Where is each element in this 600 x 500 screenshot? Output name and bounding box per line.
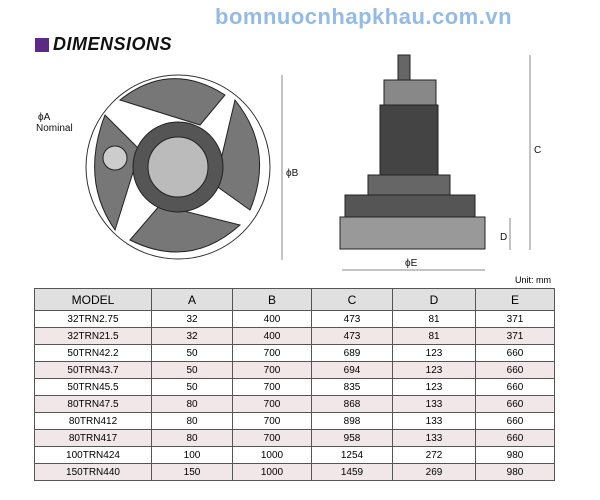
cell-model: 80TRN47.5 xyxy=(34,395,152,413)
cell-a: 50 xyxy=(151,344,233,362)
cell-model: 80TRN412 xyxy=(34,412,152,430)
cell-e: 980 xyxy=(475,446,555,464)
top-view xyxy=(85,74,283,260)
label-phi-e: ϕE xyxy=(405,258,418,269)
cell-d: 133 xyxy=(392,412,476,430)
cell-e: 660 xyxy=(475,429,555,447)
label-phi-a: ϕA xyxy=(38,112,51,123)
label-c: C xyxy=(534,145,542,156)
cell-model: 150TRN440 xyxy=(34,463,152,481)
cell-d: 81 xyxy=(392,310,476,328)
cell-e: 660 xyxy=(475,378,555,396)
cell-d: 269 xyxy=(392,463,476,481)
cell-model: 32TRN2.75 xyxy=(34,310,152,328)
cell-c: 958 xyxy=(311,429,393,447)
table-header: MODEL A B C D E xyxy=(34,288,555,311)
title-marker-icon xyxy=(35,37,49,52)
watermark: bomnuocnhapkhau.com.vn xyxy=(215,4,513,29)
cell-a: 50 xyxy=(151,378,233,396)
cell-c: 473 xyxy=(311,310,393,328)
cell-b: 700 xyxy=(232,429,312,447)
cell-a: 80 xyxy=(151,395,233,413)
cell-c: 868 xyxy=(311,395,393,413)
header-b: B xyxy=(232,288,312,311)
cell-d: 133 xyxy=(392,429,476,447)
cell-b: 700 xyxy=(232,361,312,379)
cell-d: 272 xyxy=(392,446,476,464)
title-text: DIMENSIONS xyxy=(53,34,173,54)
cell-model: 100TRN424 xyxy=(34,446,152,464)
cell-model: 50TRN45.5 xyxy=(34,378,152,396)
cell-model: 50TRN42.2 xyxy=(34,344,152,362)
cell-e: 660 xyxy=(475,395,555,413)
pump-drawing xyxy=(85,54,531,271)
cell-d: 123 xyxy=(392,344,476,362)
cell-e: 660 xyxy=(475,412,555,430)
cell-e: 980 xyxy=(475,463,555,481)
unit-label: Unit: mm xyxy=(515,275,551,285)
cell-d: 81 xyxy=(392,327,476,345)
cell-b: 400 xyxy=(232,310,312,328)
cell-a: 32 xyxy=(151,327,233,345)
label-nominal: Nominal xyxy=(36,123,73,134)
cell-a: 80 xyxy=(151,412,233,430)
section-title: DIMENSIONS xyxy=(35,34,172,55)
cell-b: 700 xyxy=(232,412,312,430)
cell-a: 32 xyxy=(151,310,233,328)
cell-b: 700 xyxy=(232,378,312,396)
label-phi-b: ϕB xyxy=(286,168,299,179)
cell-b: 1000 xyxy=(232,446,312,464)
cell-a: 80 xyxy=(151,429,233,447)
cell-c: 898 xyxy=(311,412,393,430)
cell-b: 400 xyxy=(232,327,312,345)
cell-e: 371 xyxy=(475,310,555,328)
cell-e: 660 xyxy=(475,344,555,362)
cell-c: 694 xyxy=(311,361,393,379)
cell-b: 1000 xyxy=(232,463,312,481)
cell-d: 123 xyxy=(392,361,476,379)
cell-c: 1459 xyxy=(311,463,393,481)
cell-c: 1254 xyxy=(311,446,393,464)
cell-model: 80TRN417 xyxy=(34,429,152,447)
header-a: A xyxy=(151,288,233,311)
cell-model: 50TRN43.7 xyxy=(34,361,152,379)
cell-d: 133 xyxy=(392,395,476,413)
side-view xyxy=(339,54,531,271)
cell-a: 50 xyxy=(151,361,233,379)
label-d: D xyxy=(500,232,508,243)
cell-c: 835 xyxy=(311,378,393,396)
header-e: E xyxy=(475,288,555,311)
header-model: MODEL xyxy=(34,288,152,311)
cell-b: 700 xyxy=(232,344,312,362)
cell-e: 660 xyxy=(475,361,555,379)
cell-model: 32TRN21.5 xyxy=(34,327,152,345)
cell-a: 150 xyxy=(151,463,233,481)
header-c: C xyxy=(311,288,393,311)
cell-c: 473 xyxy=(311,327,393,345)
header-d: D xyxy=(392,288,476,311)
cell-d: 123 xyxy=(392,378,476,396)
cell-c: 689 xyxy=(311,344,393,362)
cell-b: 700 xyxy=(232,395,312,413)
cell-a: 100 xyxy=(151,446,233,464)
cell-e: 371 xyxy=(475,327,555,345)
